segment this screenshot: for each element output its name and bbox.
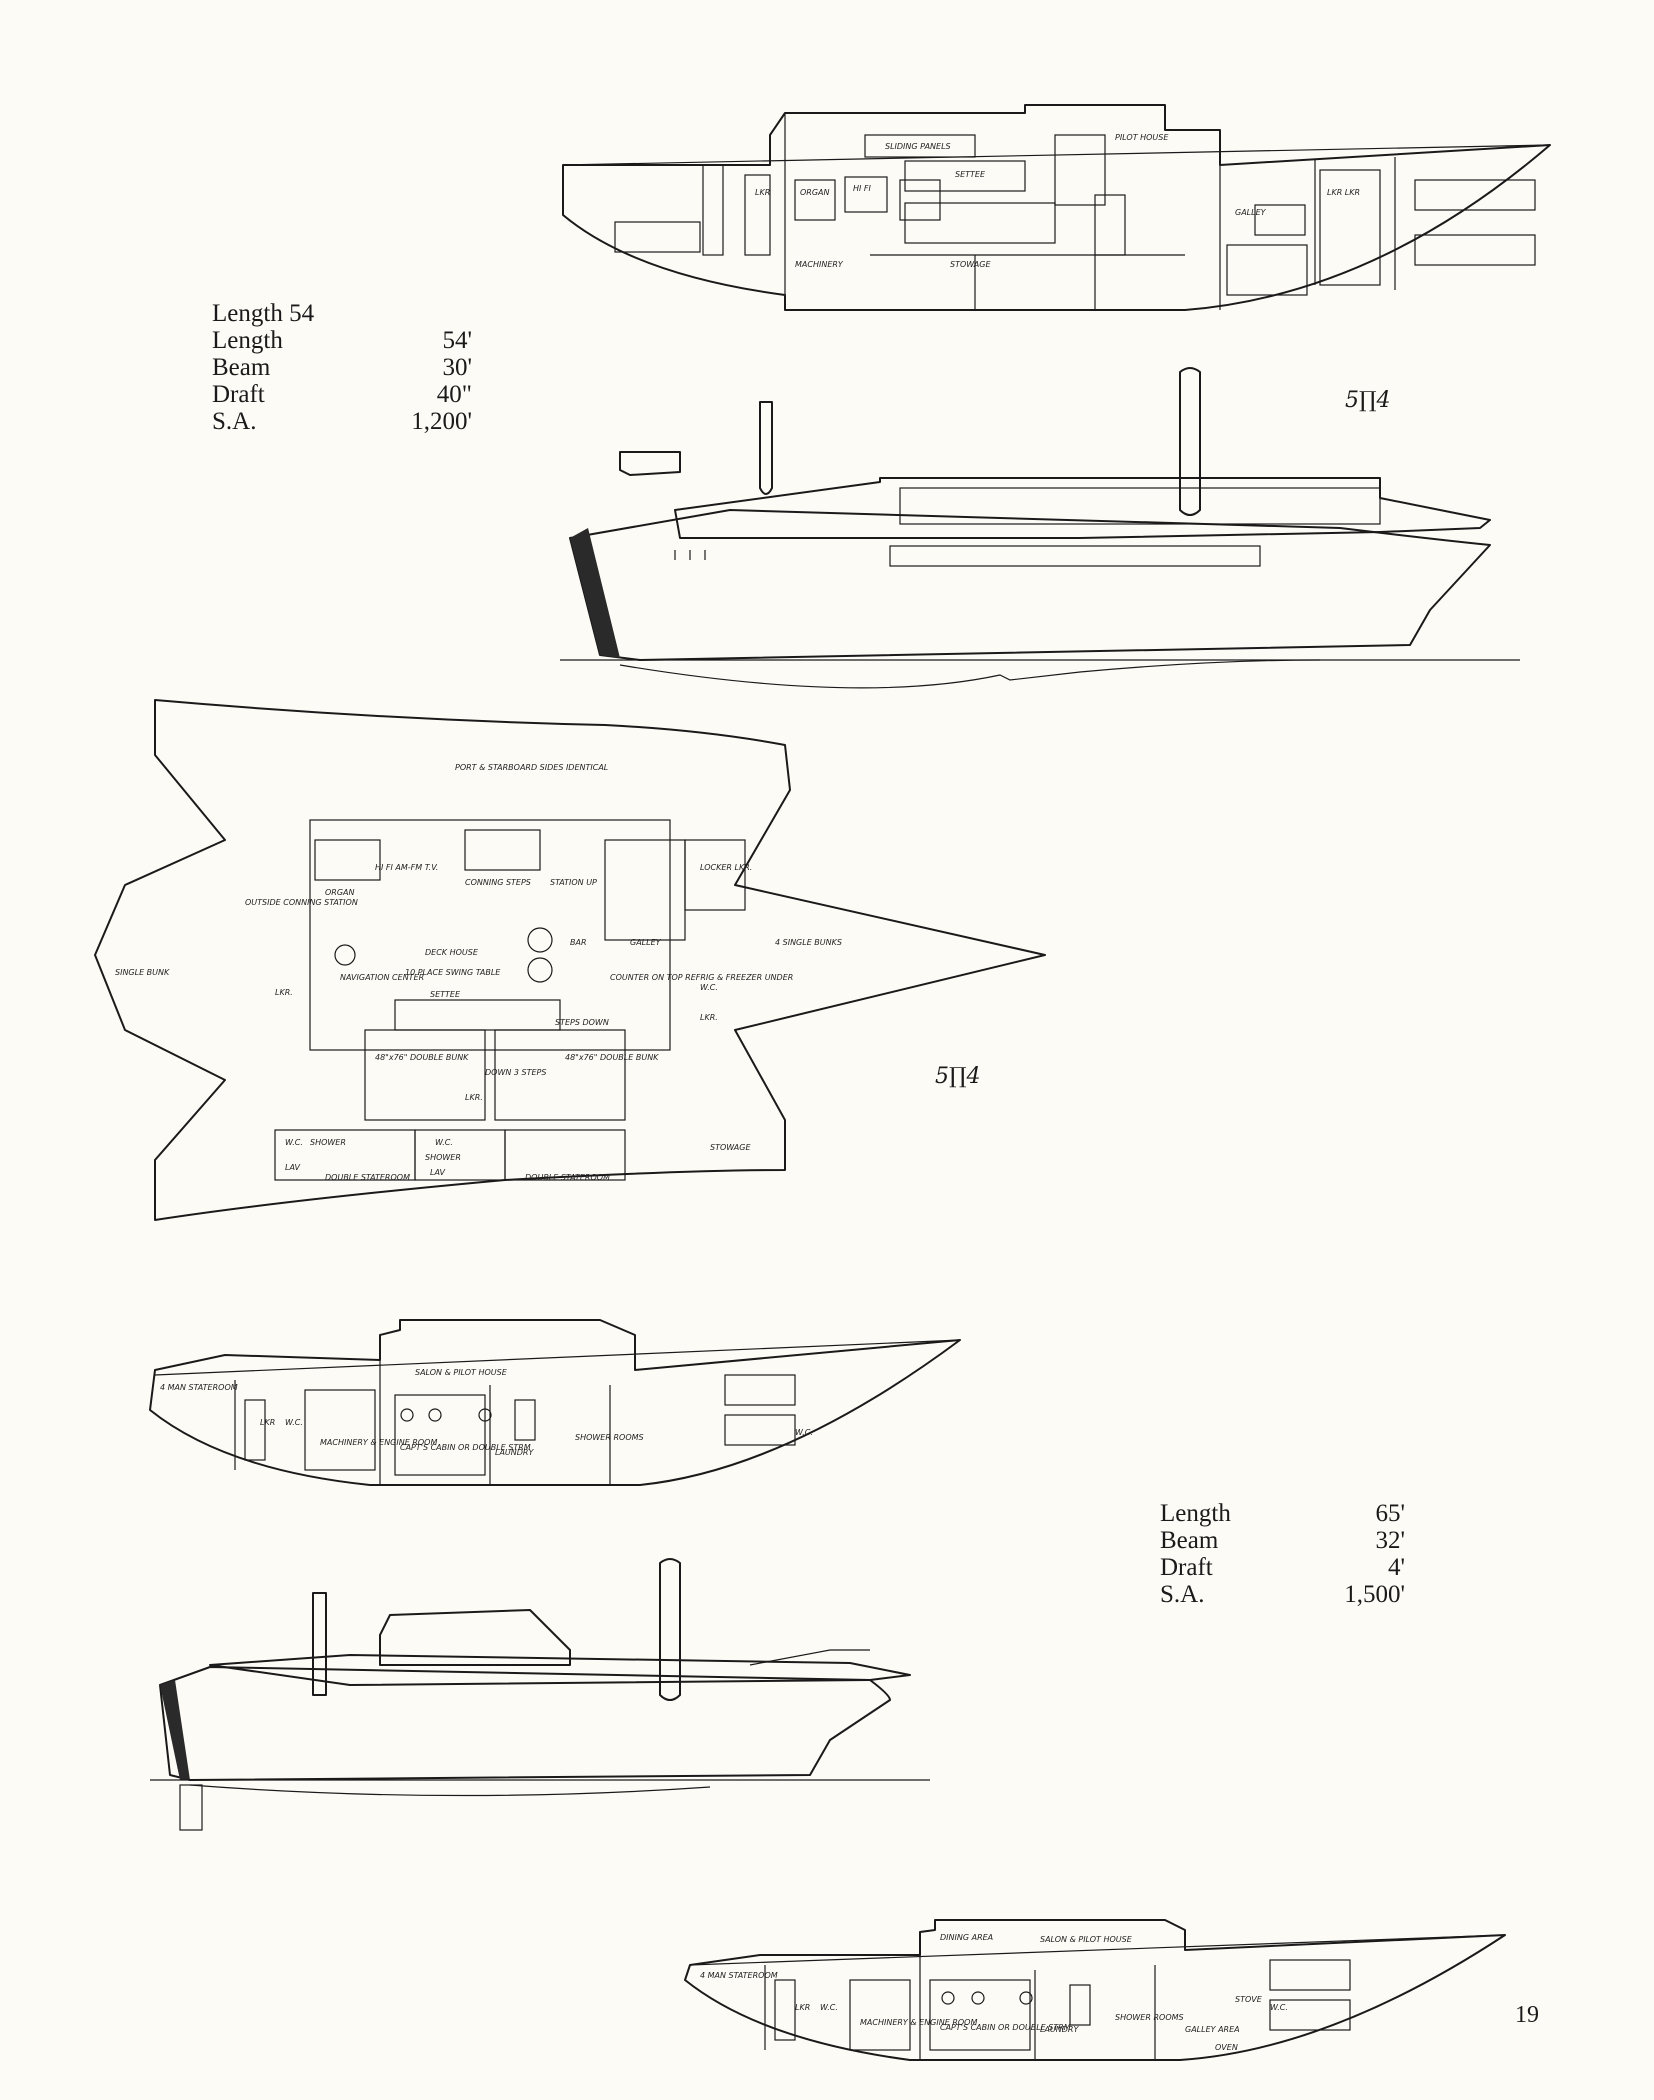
label-navigation: NAVIGATION CENTER [340,973,424,982]
spec-row-sail-area: S.A.1,200' [212,408,472,435]
design-mark: 5∏4 [1345,388,1391,413]
label-deck-house: DECK HOUSE [425,948,479,957]
plan-note: PORT & STARBOARD SIDES IDENTICAL [455,763,608,772]
profile-54-interior: SLIDING PANELS SETTEE HI FI ORGAN LKR PI… [555,95,1555,320]
label-wc2: W.C. [1270,2003,1288,2012]
label-wc3: W.C. [435,1138,453,1147]
label-double-stateroom-2: DOUBLE STATEROOM [525,1173,610,1182]
label-steps-down: STEPS DOWN [555,1018,609,1027]
label-oven: OVEN [1215,2043,1238,2052]
label-station-up: STATION UP [550,878,597,887]
spec-row-sail-area-65: S.A.1,500' [1160,1581,1405,1608]
label-capts-cabin: CAPT'S CABIN OR DOUBLE STRM [400,1443,531,1452]
label-hi-fi: HI FI [853,184,872,193]
label-stowage: STOWAGE [710,1143,751,1152]
label-laundry: LAUNDRY [1040,2025,1079,2034]
label-stowage: STOWAGE [950,260,991,269]
label-salon: SALON & PILOT HOUSE [1040,1935,1133,1944]
label-shower: SHOWER ROOMS [1115,2013,1184,2022]
label-organ: ORGAN [325,888,355,897]
label-lav: LAV [285,1163,301,1172]
label-conning-steps: CONNING STEPS [465,878,531,887]
label-lkr2: LKR. [700,1013,718,1022]
design-mark-2: 5∏4 [935,1064,981,1089]
label-salon: SALON & PILOT HOUSE [415,1368,508,1377]
label-galley: GALLEY [630,938,662,947]
label-double-bunk-1: 48"x76" DOUBLE BUNK [375,1053,469,1062]
label-hifi: HI FI AM-FM T.V. [375,863,438,872]
label-capts-cabin: CAPT'S CABIN OR DOUBLE STRM [940,2023,1071,2032]
label-stateroom: 4 MAN STATEROOM [700,1971,778,1980]
label-outside-conning: OUTSIDE CONNING STATION [245,898,358,907]
label-organ: ORGAN [800,188,830,197]
label-counter: COUNTER ON TOP REFRIG & FREEZER UNDER [610,973,793,982]
label-lkr-lkr: LKR LKR [1327,188,1360,197]
label-stove: STOVE [1235,1995,1263,2004]
label-shower: SHOWER [310,1138,346,1147]
label-lkr3: LKR. [465,1093,483,1102]
label-shower: SHOWER ROOMS [575,1433,644,1442]
profile-54-exterior [560,360,1540,700]
label-galley: GALLEY [1235,208,1267,217]
label-lkr: LKR [260,1418,275,1427]
label-pilot-house: PILOT HOUSE [1115,133,1169,142]
label-lkr: LKR. [275,988,293,997]
label-wc: W.C. [820,2003,838,2012]
label-locker: LOCKER LKR. [700,863,752,872]
label-settee: SETTEE [955,170,986,179]
plan-54-deck: PORT & STARBOARD SIDES IDENTICAL OUTSIDE… [85,699,1065,1221]
label-wc: W.C. [700,983,718,992]
label-wc2: W.C. [795,1428,813,1437]
label-lav2: LAV [430,1168,446,1177]
label-bar: BAR [570,938,587,947]
label-shower2: SHOWER [425,1153,461,1162]
label-double-bunk-2: 48"x76" DOUBLE BUNK [565,1053,659,1062]
label-sliding-panels: SLIDING PANELS [885,142,951,151]
label-stateroom: 4 MAN STATEROOM [160,1383,238,1392]
label-wc2: W.C. [285,1138,303,1147]
label-down-steps: DOWN 3 STEPS [485,1068,546,1077]
label-double-stateroom-1: DOUBLE STATEROOM [325,1173,410,1182]
label-lkr: LKR [795,2003,810,2012]
label-machinery: MACHINERY & ENGINE ROOM [860,2018,977,2027]
label-galley: GALLEY AREA [1185,2025,1240,2034]
label-dining: DINING AREA [940,1933,993,1942]
label-settee: SETTEE [430,990,461,999]
label-laundry: LAUNDRY [495,1448,534,1457]
label-lkr: LKR [755,188,770,197]
profile-65-interior: SALON & PILOT HOUSE 4 MAN STATEROOM LKR … [145,1319,965,1500]
label-single-bunks: 4 SINGLE BUNKS [775,938,842,947]
label-machinery: MACHINERY & ENGINE ROOM [320,1438,437,1447]
label-machinery: MACHINERY [795,260,844,269]
label-wc: W.C. [285,1418,303,1427]
profile-65-interior-b: DINING AREA SALON & PILOT HOUSE 4 MAN ST… [680,1919,1510,2080]
label-single-bunk: SINGLE BUNK [115,968,170,977]
profile-65-exterior [150,1555,960,1831]
spec-heading: Length 54 [212,300,315,327]
page-number: 19 [1515,2002,1539,2028]
label-table: 10 PLACE SWING TABLE [405,968,501,977]
